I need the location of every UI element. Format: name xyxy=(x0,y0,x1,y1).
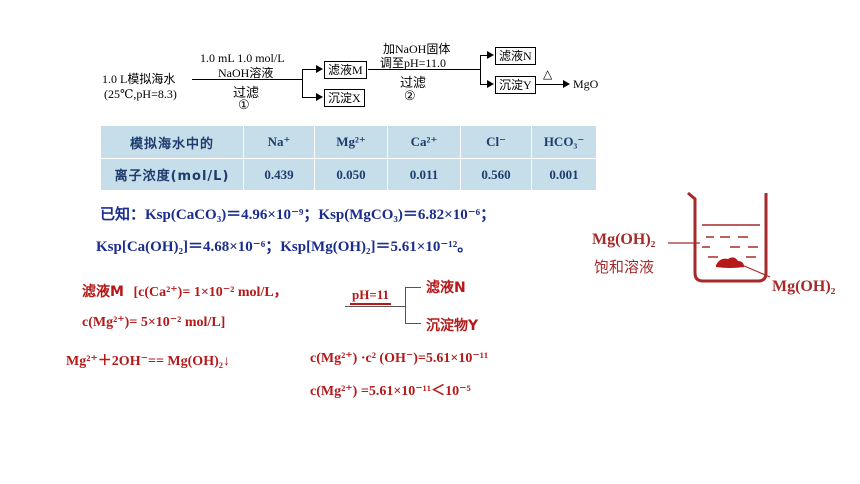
ph-branch-line xyxy=(345,306,405,307)
row-header-line1: 模拟海水中的 xyxy=(100,125,244,159)
step2-label: 过滤 xyxy=(400,75,427,90)
branch2-vertical xyxy=(480,55,481,84)
mg-concentration: c(Mg²⁺)= 5×10⁻² mol/L] xyxy=(82,315,226,330)
ksp-mgoh2: Ksp[Mg(OH)₂]＝5.61×10⁻¹²。 xyxy=(280,239,473,255)
reagent2-name: 加NaOH固体 xyxy=(383,42,451,56)
branch2-bottom xyxy=(480,84,488,85)
precipitate-y-box: 沉淀Y xyxy=(495,76,536,94)
flow-arrow-line-2 xyxy=(368,69,480,70)
filtrate-m-label: 滤液M xyxy=(82,284,124,300)
ion-value: 0.001 xyxy=(531,158,597,191)
table-row: 模拟海水中的 Na⁺ Mg²⁺ Ca²⁺ Cl⁻ HCO₃⁻ xyxy=(100,125,597,159)
flow-arrow-line-1 xyxy=(192,79,302,80)
comparison-expression: c(Mg²⁺) =5.61×10⁻¹¹＜10⁻⁵ xyxy=(310,384,471,399)
ph-branch-top xyxy=(405,287,421,288)
arrow-head-icon xyxy=(563,80,570,88)
ph-branch-vertical xyxy=(405,287,406,323)
step1-number: ① xyxy=(238,97,250,112)
reagent1-name: NaOH溶液 xyxy=(218,66,274,80)
precipitate-y-label: 沉淀物Y xyxy=(426,318,479,334)
filtrate-n-box: 滤液N xyxy=(495,47,536,65)
heat-symbol: △ xyxy=(543,67,553,81)
ion-header: Cl⁻ xyxy=(460,125,532,159)
ion-value: 0.050 xyxy=(314,158,388,191)
ion-header: Na⁺ xyxy=(243,125,315,159)
reagent1-amount: 1.0 mL 1.0 mol/L xyxy=(200,51,285,65)
seawater-condition: (25℃,pH=8.3) xyxy=(104,87,177,101)
branch2-top xyxy=(480,55,488,56)
reaction-equation: Mg²⁺＋2OH⁻== Mg(OH)₂↓ xyxy=(66,354,230,369)
seawater-label: 1.0 L模拟海水 xyxy=(102,72,176,86)
ion-header: Ca²⁺ xyxy=(387,125,461,159)
beaker-outline xyxy=(687,191,768,283)
arrow-head-icon xyxy=(316,65,323,73)
branch1-top xyxy=(302,69,317,70)
ion-value: 0.560 xyxy=(460,158,532,191)
arrow-head-icon xyxy=(487,80,494,88)
ion-value: 0.011 xyxy=(387,158,461,191)
arrow-head-icon xyxy=(316,93,323,101)
analysis-line-1: 滤液M [c(Ca²⁺)= 1×10⁻² mol/L， xyxy=(82,281,288,301)
pointer-line-right xyxy=(741,264,771,278)
filtrate-m-box: 滤液M xyxy=(324,61,367,79)
precipitate-x-box: 沉淀X xyxy=(324,89,365,107)
ksp-caoh2: Ksp[Ca(OH)₂]＝4.68×10⁻⁶； xyxy=(96,239,281,255)
branch1-vertical xyxy=(302,69,303,97)
precipitate-blob xyxy=(716,257,744,268)
product-mgo: MgO xyxy=(573,77,599,91)
beaker-caption: 饱和溶液 xyxy=(594,258,655,276)
ion-header: Mg²⁺ xyxy=(314,125,388,159)
filtrate-n-label: 滤液N xyxy=(426,280,466,296)
known-line-1: 已知：Ksp(CaCO₃)＝4.96×10⁻⁹；Ksp(MgCO₃)＝6.82×… xyxy=(100,203,495,224)
reagent2-condition: 调至pH=11.0 xyxy=(380,56,446,70)
arrow-head-icon xyxy=(487,51,494,59)
beaker-label-right: Mg(OH)₂ xyxy=(772,278,836,295)
ca-concentration: [c(Ca²⁺)= 1×10⁻² mol/L， xyxy=(133,285,288,300)
ksp-expression: c(Mg²⁺) ·c² (OH⁻)=5.61×10⁻¹¹ xyxy=(310,351,489,366)
known-line-2: Ksp[Ca(OH)₂]＝4.68×10⁻⁶；Ksp[Mg(OH)₂]＝5.61… xyxy=(96,235,472,256)
ion-value: 0.439 xyxy=(243,158,315,191)
ksp-caco3: Ksp(CaCO₃)＝4.96×10⁻⁹； xyxy=(145,207,319,223)
table-row: 离子浓度(mol/L) 0.439 0.050 0.011 0.560 0.00… xyxy=(100,158,597,191)
ion-header: HCO₃⁻ xyxy=(531,125,597,159)
beaker-label-left: Mg(OH)₂ xyxy=(592,231,656,248)
ph-label: pH=11 xyxy=(350,287,392,305)
beaker-diagram xyxy=(668,191,771,283)
row-header-line2: 离子浓度(mol/L) xyxy=(100,158,244,191)
ion-concentration-table: 模拟海水中的 Na⁺ Mg²⁺ Ca²⁺ Cl⁻ HCO₃⁻ 离子浓度(mol/… xyxy=(100,125,597,191)
step2-number: ② xyxy=(404,88,416,103)
heat-arrow-line xyxy=(535,84,565,85)
branch1-bottom xyxy=(302,97,317,98)
ksp-mgco3: Ksp(MgCO₃)＝6.82×10⁻⁶； xyxy=(318,207,496,223)
known-prefix: 已知： xyxy=(100,205,146,223)
step1-label: 过滤 xyxy=(233,85,260,100)
ph-branch-bottom xyxy=(405,323,421,324)
